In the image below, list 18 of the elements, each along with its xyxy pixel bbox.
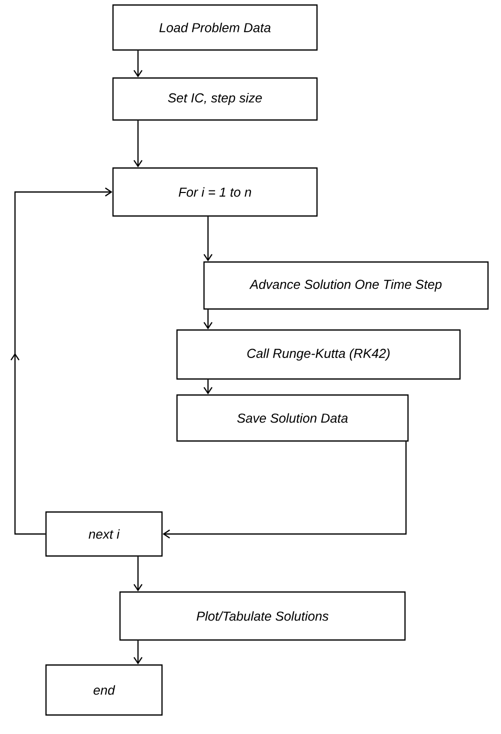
process-box: Save Solution Data — [176, 394, 409, 442]
process-box: Call Runge-Kutta (RK42) — [176, 329, 461, 380]
process-box: Plot/Tabulate Solutions — [119, 591, 406, 641]
arrow — [204, 216, 212, 262]
process-box: Advance Solution One Time Step — [203, 261, 489, 310]
arrow — [134, 556, 142, 592]
process-box: next i — [45, 511, 163, 557]
process-box: Set IC, step size — [112, 77, 318, 121]
arrow — [204, 380, 212, 394]
arrow — [162, 442, 407, 538]
arrow — [204, 310, 212, 330]
arrow — [134, 50, 142, 78]
process-box: Load Problem Data — [112, 4, 318, 51]
process-box: For i = 1 to n — [112, 167, 318, 217]
process-box: end — [45, 664, 163, 716]
arrow — [134, 120, 142, 168]
arrow — [10, 188, 112, 535]
arrow — [134, 640, 142, 664]
